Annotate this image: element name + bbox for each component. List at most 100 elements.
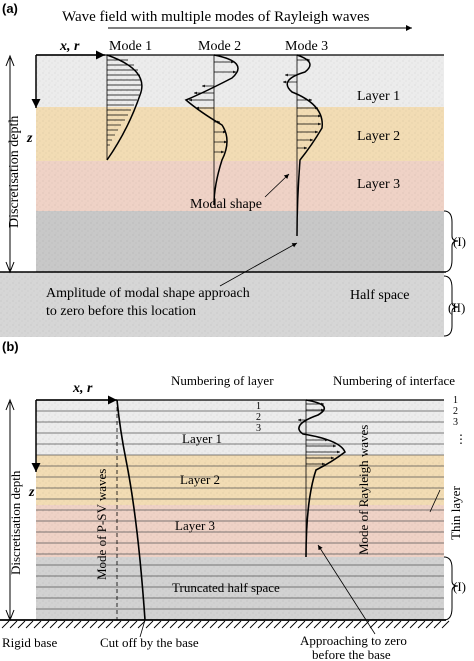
approach-line-2: before the base — [312, 647, 391, 661]
rigid-base-hatch-stroke — [169, 620, 178, 629]
brace-label-i-b: (I) — [453, 579, 466, 594]
rigid-base-hatch-stroke — [361, 620, 370, 629]
cutoff-label: Cut off by the base — [100, 635, 199, 650]
rigid-base-hatch-stroke — [281, 620, 290, 629]
mode-2-label: Mode 2 — [198, 39, 241, 54]
layer-1-label-a: Layer 1 — [357, 89, 400, 104]
layer-2-label-b: Layer 2 — [180, 472, 220, 487]
rigid-base-hatch-stroke — [65, 620, 74, 629]
interface-number-3-right: 3 — [453, 417, 458, 428]
panel-a: (a) Wave field with multiple modes of Ra… — [0, 1, 466, 337]
panel-a-header: Wave field with multiple modes of Raylei… — [62, 9, 370, 25]
half-space-label: Half space — [350, 288, 409, 303]
rigid-base-hatch-stroke — [17, 620, 26, 629]
rigid-base-hatch-stroke — [217, 620, 226, 629]
modal-shape-arrow — [264, 173, 290, 198]
mode-1-label: Mode 1 — [109, 39, 152, 54]
rigid-base-hatch-stroke — [369, 620, 378, 629]
rigid-base-hatch-stroke — [241, 620, 250, 629]
numbering-interface-label: Numbering of interface — [333, 373, 455, 388]
rigid-base-hatch-stroke — [377, 620, 386, 629]
interface-number-1-left: 1 — [256, 401, 261, 412]
layer-3-label-b: Layer 3 — [175, 518, 215, 533]
mode-3-shape — [283, 54, 323, 237]
rigid-base-hatch-stroke — [113, 620, 122, 629]
rigid-base-hatch-stroke — [417, 620, 426, 629]
rigid-base-hatch-stroke — [25, 620, 34, 629]
interface-ellipsis: ⋮ — [455, 432, 467, 446]
rigid-base-hatch-stroke — [89, 620, 98, 629]
cutoff-pointer — [139, 619, 146, 638]
panel-b-label: (b) — [2, 339, 19, 354]
rigid-base-hatch-stroke — [41, 620, 50, 629]
rigid-base-hatch-stroke — [81, 620, 90, 629]
rigid-base-hatch-stroke — [393, 620, 402, 629]
rigid-base-hatch-stroke — [433, 620, 442, 629]
note-arrow — [219, 242, 298, 287]
thin-layer-label: Thin layer — [448, 486, 463, 540]
z-label-a: z — [26, 131, 33, 146]
mode-1-shape — [106, 54, 143, 161]
z-label-b: z — [28, 485, 35, 500]
psv-mode-curve — [116, 399, 146, 621]
rigid-base-hatch-stroke — [97, 620, 106, 629]
rigid-base-hatch-stroke — [337, 620, 346, 629]
rigid-base-hatch-stroke — [73, 620, 82, 629]
rigid-base-label: Rigid base — [2, 635, 57, 650]
rigid-base-hatch-stroke — [201, 620, 210, 629]
layer-2-label-a: Layer 2 — [357, 129, 400, 144]
rigid-base-hatch-stroke — [33, 620, 42, 629]
modal-shape-label: Modal shape — [190, 197, 262, 212]
rigid-base-hatch-stroke — [257, 620, 266, 629]
rigid-base-hatch-stroke — [249, 620, 258, 629]
rigid-base-hatch-stroke — [209, 620, 218, 629]
rigid-base-hatch-stroke — [385, 620, 394, 629]
interface-number-2-left: 2 — [256, 412, 261, 423]
interface-number-3-left: 3 — [256, 423, 261, 434]
texture-a — [36, 55, 444, 272]
rigid-base-hatch-stroke — [185, 620, 194, 629]
rigid-base-hatch-stroke — [9, 620, 18, 629]
layer-3-label-a: Layer 3 — [357, 177, 400, 192]
rigid-base-hatch — [1, 620, 450, 629]
note-line-1: Amplitude of modal shape approach — [46, 286, 250, 301]
brace-i-b — [443, 556, 459, 621]
rigid-base-hatch-stroke — [321, 620, 330, 629]
brace-ii-a — [443, 275, 459, 337]
texture-a-lower — [0, 272, 444, 337]
rigid-base-hatch-stroke — [353, 620, 362, 629]
rigid-base-hatch-stroke — [273, 620, 282, 629]
rigid-base-hatch-stroke — [265, 620, 274, 629]
rigid-base-hatch-stroke — [1, 620, 10, 629]
brace-label-i-a: (I) — [453, 234, 466, 249]
rigid-base-hatch-stroke — [161, 620, 170, 629]
depth-arrow-a — [5, 54, 15, 274]
rigid-base-hatch-stroke — [409, 620, 418, 629]
psv-mode-label: Mode of P-SV waves — [94, 469, 109, 580]
depth-label-a: Discretisation depth — [7, 116, 22, 228]
panel-b: (b) x, r z Numbering of layer Numbering … — [0, 339, 467, 661]
rigid-base-hatch-stroke — [105, 620, 114, 629]
axes-label-a: x, r — [59, 39, 80, 54]
layer-1-label-b: Layer 1 — [182, 431, 222, 446]
numbering-layer-label: Numbering of layer — [171, 373, 274, 388]
rigid-base-hatch-stroke — [49, 620, 58, 629]
rigid-base-hatch-stroke — [57, 620, 66, 629]
rigid-base-hatch-stroke — [313, 620, 322, 629]
interface-number-2-right: 2 — [453, 406, 458, 417]
rigid-base-hatch-stroke — [225, 620, 234, 629]
brace-label-ii-a: (II) — [448, 300, 465, 315]
rigid-base-hatch-stroke — [177, 620, 186, 629]
rigid-base-hatch-stroke — [425, 620, 434, 629]
panel-a-label: (a) — [2, 1, 18, 16]
depth-arrow-b — [5, 398, 15, 622]
rigid-base-hatch-stroke — [329, 620, 338, 629]
approach-line-1: Approaching to zero — [300, 633, 407, 648]
thin-layer-pointer — [429, 489, 441, 513]
rigid-base-hatch-stroke — [129, 620, 138, 629]
truncated-half-space-label: Truncated half space — [172, 580, 280, 595]
rigid-base-hatch-stroke — [401, 620, 410, 629]
rigid-base-hatch-stroke — [121, 620, 130, 629]
rigid-base-hatch-stroke — [193, 620, 202, 629]
